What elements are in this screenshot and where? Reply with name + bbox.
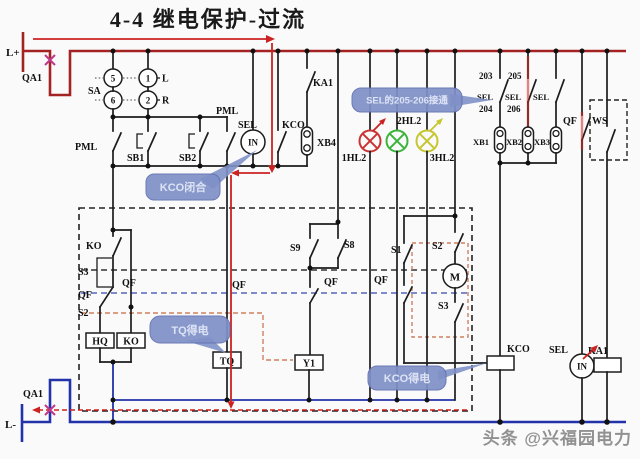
s3-mech-label: S3	[438, 301, 449, 312]
callout-sel-205: SEL的205-206接通	[351, 87, 492, 113]
s9-label: S9	[290, 243, 301, 254]
lamp-3hl2-lit-arrow-icon	[429, 118, 443, 132]
sel-in-bottom-text: IN	[577, 362, 588, 372]
xb3-label: XB3	[534, 137, 550, 147]
tq-coil-text: TQ	[220, 357, 235, 368]
lamp-2hl2: 2HL2	[385, 50, 421, 401]
sa-position-r: R	[162, 96, 170, 107]
sa-contact-5: 5	[111, 74, 116, 84]
s8-label: S8	[344, 240, 355, 251]
sb1-pushbutton: SB1	[127, 116, 158, 167]
pml-left-contact: PML	[75, 116, 123, 167]
qf-tq-label: QF	[232, 280, 246, 291]
sel-r2-label: SEL	[505, 92, 521, 102]
motor-text: M	[450, 272, 461, 284]
sel-r1-label: SEL	[477, 92, 493, 102]
breaker-top-label: QA1	[22, 73, 42, 84]
sel-in-top: IN SEL	[238, 50, 266, 167]
xb4-label: XB4	[317, 138, 336, 149]
sel-203-label: 203	[479, 71, 493, 81]
watermark: 头条 @兴福园电力	[483, 428, 632, 448]
ko-hq-branch: KO S3 QF S2 HQ QF KO	[78, 165, 146, 363]
tq-branch: QF TQ	[212, 165, 246, 401]
breaker-cross-marks	[44, 54, 56, 416]
ka1-contact: KA1	[305, 50, 333, 128]
sa-contact-1: 1	[146, 74, 151, 84]
positive-rail	[21, 32, 626, 97]
lamp-3hl2-label: 3HL2	[430, 153, 454, 164]
y1-branch: S9 S8 QF Y1	[290, 50, 355, 401]
pml-right-label: PML	[216, 106, 239, 117]
page-title: 4-4 继电保护-过流	[110, 7, 306, 32]
kco-coil	[486, 355, 515, 371]
y1-coil-text: Y1	[303, 359, 315, 370]
lamp-3hl2: 3HL2	[415, 50, 454, 401]
s3-left-label: S3	[78, 267, 89, 278]
negative-rail-label: L-	[5, 419, 16, 431]
sa-position-l: L	[162, 74, 169, 85]
qf-ko-label: QF	[122, 278, 136, 289]
motor-branch: S1 QF S2 M S3	[374, 50, 468, 401]
qf-right-label: QF	[563, 116, 577, 127]
svg-text:KCO闭合: KCO闭合	[160, 180, 207, 194]
sa-contact-6: 6	[111, 96, 116, 106]
qf-kco-label: QF	[374, 275, 388, 286]
sa-label: SA	[88, 86, 102, 97]
svg-text:KCO得电: KCO得电	[384, 371, 430, 385]
sb2-label: SB2	[179, 153, 196, 164]
svg-text:SEL的205-206接通: SEL的205-206接通	[366, 95, 448, 107]
kco-contact-label: KCO	[282, 120, 305, 131]
ka1-coil-label: KA1	[588, 346, 608, 357]
sel-in-top-text: IN	[248, 138, 259, 148]
sel-top-label: SEL	[238, 120, 257, 131]
positive-rail-label: L+	[6, 47, 20, 59]
hq-coil-text: HQ	[92, 337, 108, 348]
sel-206-label: 206	[507, 104, 521, 114]
sb2-pushbutton: SB2	[179, 116, 210, 167]
ws-dashed-box	[589, 99, 628, 161]
ko-contact-label: KO	[86, 241, 102, 252]
ws-column: WS KA1	[588, 50, 628, 423]
junction-dots	[110, 48, 610, 425]
qf-right-column: QF IN SEL	[549, 50, 595, 423]
kco-coil-group: KCO	[403, 344, 530, 423]
xb2-label: XB2	[506, 137, 522, 147]
motor-dashed-box	[411, 242, 469, 338]
pml-left-label: PML	[75, 142, 98, 153]
callout-tq-energized: TQ得电	[149, 315, 231, 353]
sa-contact-2: 2	[146, 96, 151, 106]
xb4-terminal: XB4	[300, 126, 336, 167]
ka1-coil	[593, 357, 622, 373]
sel-contact-block: 203 205 SEL SEL SEL 204 206 XB1 XB2 XB3	[473, 50, 566, 357]
linkage-line-tan	[81, 312, 293, 361]
sel-r3-label: SEL	[533, 92, 549, 102]
lamp-1hl2-lit-arrow-icon	[372, 118, 386, 132]
callout-kco-close: KCO闭合	[145, 150, 257, 201]
lamp-1hl2-label: 1HL2	[342, 153, 366, 164]
sel-204-label: 204	[479, 104, 493, 114]
ko-coil-text: KO	[123, 337, 139, 348]
trip-path-highlight	[33, 38, 595, 411]
mechanism-dashed-box	[78, 207, 473, 412]
qf-left-label: QF	[78, 290, 92, 301]
selector-switch-sa: 5 1 6 2 SA L R	[88, 50, 170, 118]
callout-kco-energized: KCO得电	[367, 363, 487, 391]
s2-mech-label: S2	[432, 241, 443, 252]
kco-coil-label: KCO	[507, 344, 530, 355]
xb1-label: XB1	[473, 137, 489, 147]
lamp-2hl2-label: 2HL2	[397, 116, 421, 127]
sel-bottom-label: SEL	[549, 345, 568, 356]
ka1-contact-label: KA1	[313, 78, 333, 89]
trip-path-arrowheads	[32, 35, 598, 414]
s2-left-label: S2	[78, 308, 89, 319]
sb1-label: SB1	[127, 153, 144, 164]
sel-205-label: 205	[508, 71, 522, 81]
breaker-bottom-label: QA1	[23, 389, 43, 400]
qf-y1-label: QF	[324, 277, 338, 288]
s1-label: S1	[391, 245, 402, 256]
svg-text:TQ得电: TQ得电	[171, 323, 208, 337]
pml-right-contact: PML	[216, 106, 239, 167]
ws-label: WS	[592, 116, 608, 127]
